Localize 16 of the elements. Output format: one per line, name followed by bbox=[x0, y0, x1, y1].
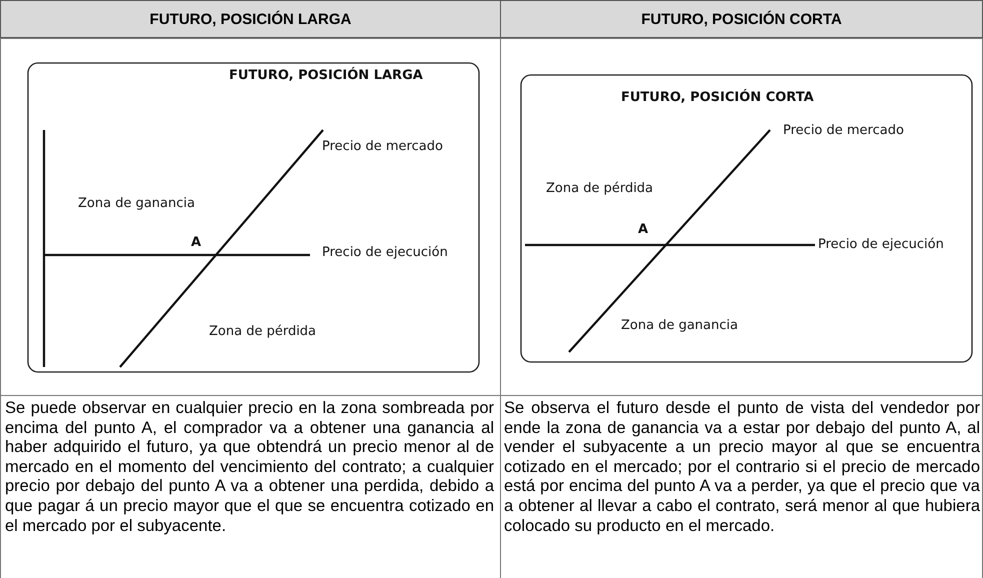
point-label: A bbox=[191, 235, 202, 251]
line-label: Precio de ejecución bbox=[322, 245, 448, 261]
description-text: Se observa el futuro desde el punto de vista del vendedor por ende la zona de ganancia va a estar por debajo del punto A, al vender el subyacente a un precio mayor al que se encuentra cotizado en el mercado; por el contrario si el precio de mercado está por encima del punto A va a perder, ya que el precio que va a obtener al llevar a cabo el contrato, será menor al que hubiera colocado su producto en el mercado. bbox=[504, 399, 980, 536]
column-header: FUTURO, POSICIÓN CORTA bbox=[500, 0, 983, 38]
zone-label: Zona de ganancia bbox=[78, 196, 195, 212]
column-header: FUTURO, POSICIÓN LARGA bbox=[0, 0, 501, 38]
chart-title: FUTURO, POSICIÓN CORTA bbox=[621, 90, 814, 106]
line-label: Precio de ejecución bbox=[818, 237, 944, 253]
line-label: Precio de mercado bbox=[783, 123, 904, 139]
zone-label: Zona de ganancia bbox=[621, 318, 738, 334]
zone-label: Zona de pérdida bbox=[209, 324, 316, 340]
description-text: Se puede observar en cualquier precio en la zona sombreada por encima del punto A, el comprador va a obtener una ganancia al haber adquirido el futuro, ya que obtendrá un precio menor al de mercado en el momento del vencimiento del contrato; a cualquier precio por debajo del punto A va a obtener una perdida, debido a que pagar á un precio mayor que el que se encuentra cotizado en el mercado por el subyacente. bbox=[5, 399, 494, 536]
chart-title: FUTURO, POSICIÓN LARGA bbox=[229, 68, 423, 84]
line-label: Precio de mercado bbox=[322, 139, 443, 155]
point-label: A bbox=[638, 222, 648, 238]
zone-label: Zona de pérdida bbox=[546, 181, 654, 197]
